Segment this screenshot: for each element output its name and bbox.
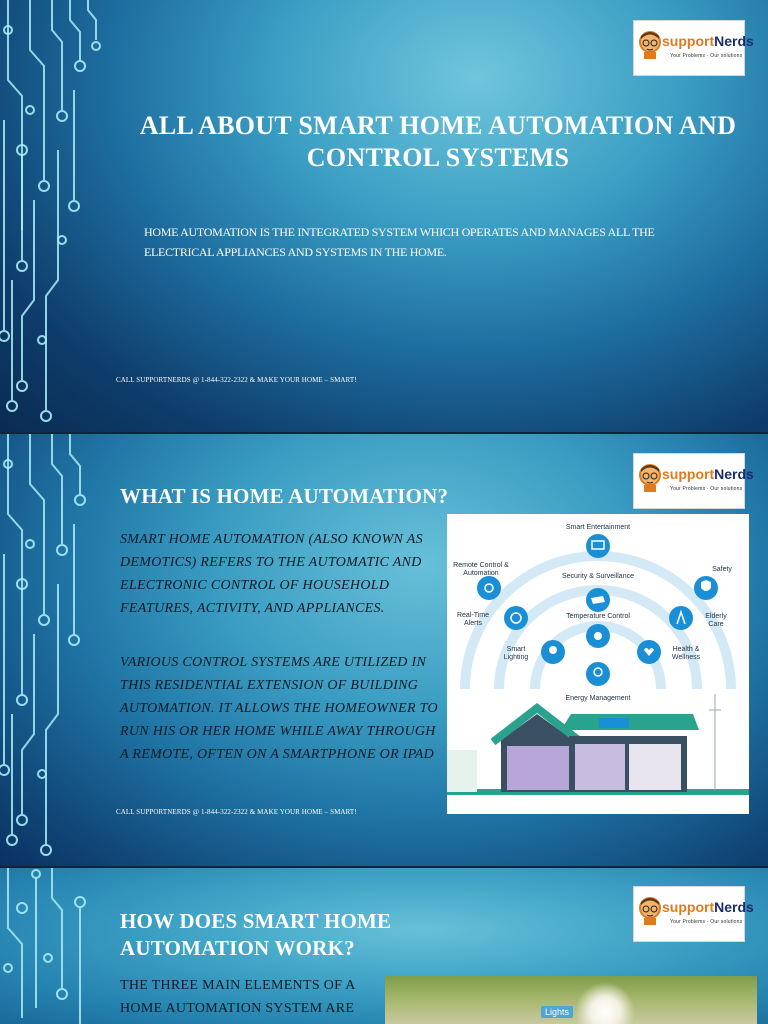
label-elderly-care: Elderly Care (705, 613, 727, 628)
supportnerds-logo: supportNerds Your Problems · Our solutio… (633, 453, 754, 509)
logo-tagline: Your Problems · Our solutions (670, 486, 743, 492)
ceiling-light (575, 982, 635, 1024)
label-smart-lighting: Smart Lighting (503, 646, 529, 661)
circuit-decoration (0, 434, 86, 856)
slide-2-title: WHAT IS HOME AUTOMATION? (120, 484, 449, 508)
lights-tag: Lights (541, 1006, 574, 1018)
circuit-decoration (3, 868, 86, 1024)
label-real-time-alerts: Real-Time Alerts (456, 612, 490, 627)
slide-1-footer: CALL SUPPORTNERDS @ 1-844-322-2322 & MAK… (116, 376, 357, 384)
slide-3: supportNerds Your Problems · Our solutio… (0, 868, 768, 1024)
mascot-face-icon (639, 31, 661, 59)
supportnerds-logo: supportNerds Your Problems · Our solutio… (633, 886, 754, 942)
label-smart-entertainment: Smart Entertainment (565, 524, 631, 531)
mascot-face-icon (639, 464, 661, 492)
logo-tagline: Your Problems · Our solutions (670, 53, 743, 59)
slide-3-body: THE THREE MAIN ELEMENTS OF A HOME AUTOMA… (120, 978, 355, 1016)
slide-1: supportNerds Your Problems · Our solutio… (0, 0, 768, 432)
label-remote-control: Remote Control & Automation (453, 562, 509, 577)
label-energy-management: Energy Management (565, 695, 631, 702)
logo-tagline: Your Problems · Our solutions (670, 919, 743, 925)
label-security: Security & Surveillance (562, 573, 634, 580)
circuit-decoration (0, 0, 101, 422)
slide-2-paragraph-2: VARIOUS CONTROL SYSTEMS ARE UTILIZED IN … (120, 655, 438, 762)
smart-home-infographic: Smart Entertainment Remote Control & Aut… (447, 514, 749, 814)
slide-2: supportNerds Your Problems · Our solutio… (0, 434, 768, 866)
clock-icon (504, 606, 528, 630)
logo-wordmark: supportNerds (662, 33, 754, 49)
energy-bulb-icon (586, 662, 610, 686)
label-safety: Safety (712, 566, 732, 573)
slide-1-title: ALL ABOUT SMART HOME AUTOMATION AND CONT… (139, 111, 737, 172)
infographic-drawing (447, 534, 749, 814)
supportnerds-logo: supportNerds Your Problems · Our solutio… (633, 20, 754, 76)
logo-wordmark: supportNerds (662, 899, 754, 915)
label-temperature-control: Temperature Control (566, 613, 630, 620)
slide-2-footer: CALL SUPPORTNERDS @ 1-844-322-2322 & MAK… (116, 808, 357, 816)
tv-icon (586, 534, 610, 558)
mascot-face-icon (639, 897, 661, 925)
logo-wordmark: supportNerds (662, 466, 754, 482)
label-health-wellness: Health & Wellness (671, 646, 701, 661)
smart-room-photo: Lights (385, 976, 757, 1024)
slide-1-body: HOME AUTOMATION IS THE INTEGRATED SYSTEM… (144, 225, 655, 259)
slide-3-title: HOW DOES SMART HOME AUTOMATION WORK? (120, 909, 392, 960)
elderly-care-icon (669, 606, 693, 630)
remote-icon (477, 576, 501, 600)
slide-2-paragraph-1: SMART HOME AUTOMATION (ALSO KNOWN AS DEM… (120, 532, 423, 616)
